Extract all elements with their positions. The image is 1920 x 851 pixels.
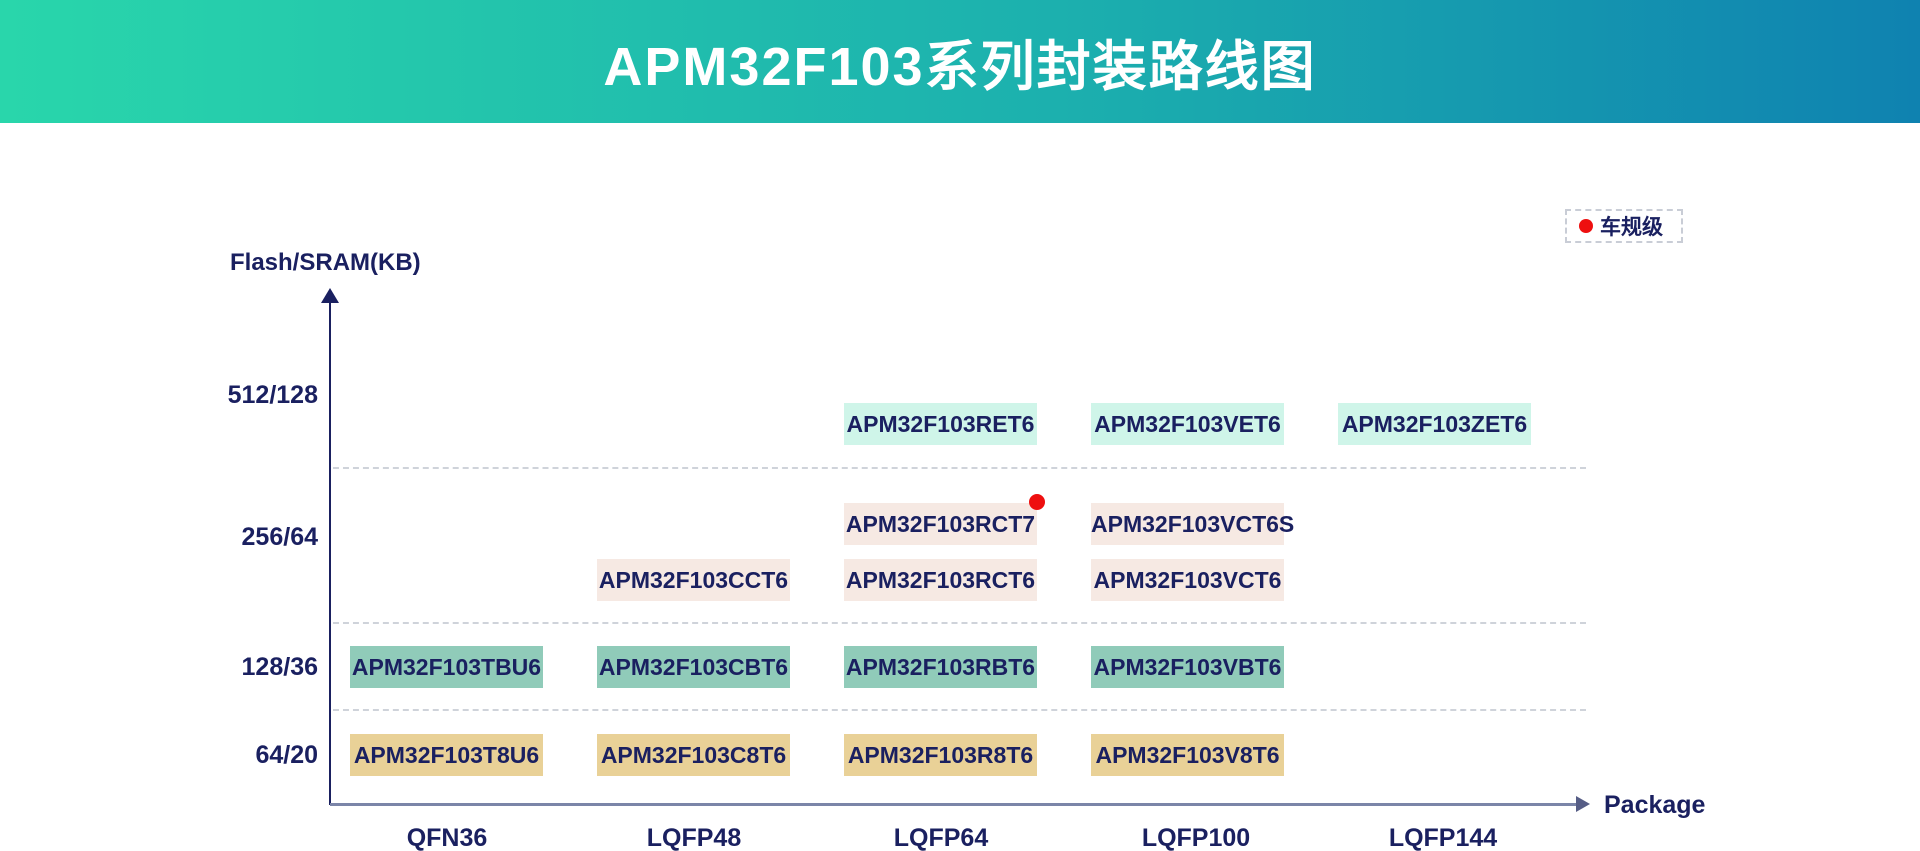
y-tick-512-128: 512/128 — [227, 381, 318, 409]
legend: 车规级 — [1565, 209, 1683, 243]
chip-apm32f103vct6s: APM32F103VCT6S — [1091, 503, 1294, 545]
x-tick-lqfp144: LQFP144 — [1388, 824, 1498, 851]
y-tick-128-36: 128/36 — [241, 653, 318, 681]
x-axis-title: Package — [1604, 791, 1706, 819]
automotive-grade-dot-icon — [1579, 219, 1593, 233]
chip-apm32f103rct7: APM32F103RCT7 — [844, 494, 1045, 545]
y-tick-64-20: 64/20 — [255, 741, 318, 769]
y-tick-256-64: 256/64 — [241, 523, 318, 551]
tier-divider-512 — [333, 467, 1586, 469]
x-axis-arrow-icon — [1576, 796, 1590, 812]
tier-divider-128 — [333, 709, 1586, 711]
legend-label: 车规级 — [1600, 216, 1663, 239]
chip-apm32f103zet6: APM32F103ZET6 — [1338, 403, 1531, 445]
x-tick-lqfp64: LQFP64 — [893, 824, 989, 851]
chip-apm32f103cbt6: APM32F103CBT6 — [597, 646, 790, 688]
automotive-grade-dot-icon — [1029, 494, 1045, 510]
chip-apm32f103vbt6: APM32F103VBT6 — [1091, 646, 1284, 688]
chip-apm32f103c8t6: APM32F103C8T6 — [597, 734, 790, 776]
x-tick-lqfp48: LQFP48 — [646, 824, 742, 851]
x-tick-lqfp100: LQFP100 — [1141, 824, 1251, 851]
chip-apm32f103rct6: APM32F103RCT6 — [844, 559, 1037, 601]
chip-apm32f103r8t6: APM32F103R8T6 — [844, 734, 1037, 776]
chip-apm32f103v8t6: APM32F103V8T6 — [1091, 734, 1284, 776]
tier-divider-256 — [333, 622, 1586, 624]
page-title: APM32F103系列封装路线图 — [603, 37, 1317, 97]
chip-apm32f103ret6: APM32F103RET6 — [844, 403, 1037, 445]
y-axis-title: Flash/SRAM(KB) — [230, 249, 421, 276]
chip-apm32f103tbu6: APM32F103TBU6 — [350, 646, 543, 688]
header-banner: APM32F103系列封装路线图 — [0, 0, 1920, 123]
chip-apm32f103cct6: APM32F103CCT6 — [597, 559, 790, 601]
y-axis-arrow-icon — [321, 288, 339, 303]
chip-apm32f103vet6: APM32F103VET6 — [1091, 403, 1284, 445]
chip-label: APM32F103RCT7 — [845, 511, 1036, 537]
x-tick-qfn36: QFN36 — [406, 824, 488, 851]
x-axis-line — [330, 803, 1578, 806]
chip-apm32f103rbt6: APM32F103RBT6 — [844, 646, 1037, 688]
chip-apm32f103vct6: APM32F103VCT6 — [1091, 559, 1284, 601]
y-axis-line — [329, 295, 331, 805]
chip-apm32f103t8u6: APM32F103T8U6 — [350, 734, 543, 776]
